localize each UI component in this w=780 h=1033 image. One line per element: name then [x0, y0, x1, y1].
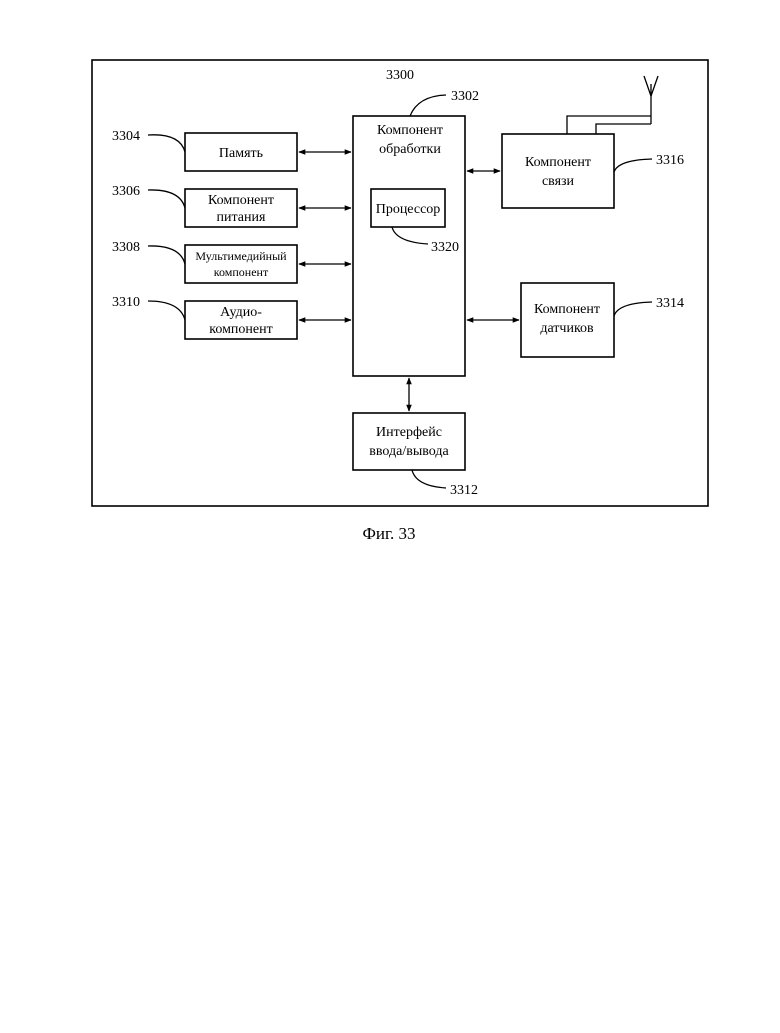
power-ref-leader: [148, 190, 185, 208]
memory-block: Память: [185, 133, 297, 171]
io-label-2: ввода/вывода: [369, 444, 449, 459]
device-ref: 3300: [386, 68, 414, 83]
memory-ref-leader: [148, 135, 185, 152]
processor-block: Процессор: [371, 189, 445, 227]
audio-block: Аудио- компонент: [185, 301, 297, 339]
sensors-ref: 3314: [656, 296, 684, 311]
memory-label: Память: [219, 146, 263, 161]
io-ref: 3312: [450, 483, 478, 498]
processing-ref-leader: [410, 95, 446, 116]
processing-label-2: обработки: [379, 142, 441, 157]
audio-label-2: компонент: [209, 322, 273, 337]
multimedia-label-1: Мультимедийный: [195, 249, 287, 263]
antenna-icon: [567, 76, 658, 134]
sensors-ref-leader: [614, 302, 652, 316]
multimedia-ref: 3308: [112, 240, 140, 255]
multimedia-ref-leader: [148, 246, 185, 264]
multimedia-block: Мультимедийный компонент: [185, 245, 297, 283]
processor-label: Процессор: [376, 202, 441, 217]
sensors-block: Компонент датчиков: [521, 283, 614, 357]
communication-ref-leader: [614, 159, 652, 172]
processor-ref: 3320: [431, 240, 459, 255]
memory-ref: 3304: [112, 129, 140, 144]
communication-ref: 3316: [656, 153, 684, 168]
communication-label-1: Компонент: [525, 155, 591, 170]
communication-label-2: связи: [542, 174, 575, 189]
processing-label-1: Компонент: [377, 123, 443, 138]
power-label-2: питания: [217, 210, 266, 225]
power-ref: 3306: [112, 184, 140, 199]
power-block: Компонент питания: [185, 189, 297, 227]
audio-label-1: Аудио-: [220, 305, 262, 320]
io-label-1: Интерфейс: [376, 425, 442, 440]
sensors-label-2: датчиков: [540, 321, 594, 336]
processing-ref: 3302: [451, 89, 479, 104]
audio-ref: 3310: [112, 295, 140, 310]
io-ref-leader: [412, 470, 446, 488]
power-label-1: Компонент: [208, 193, 274, 208]
communication-block: Компонент связи: [502, 134, 614, 208]
multimedia-label-2: компонент: [214, 265, 269, 279]
io-block: Интерфейс ввода/вывода: [353, 413, 465, 470]
sensors-label-1: Компонент: [534, 302, 600, 317]
figure-caption: Фиг. 33: [362, 524, 415, 543]
audio-ref-leader: [148, 301, 185, 320]
